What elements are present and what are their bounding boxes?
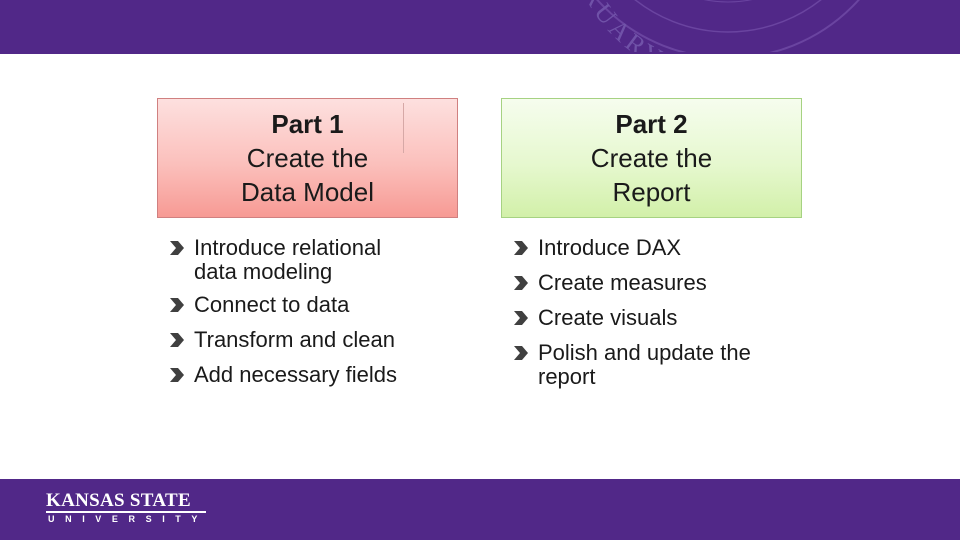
- part2-number: Part 2: [615, 109, 688, 139]
- part2-title-line1: Create the: [590, 143, 713, 173]
- chevron-bullet-icon: [514, 241, 528, 255]
- list-item: Create measures: [512, 265, 812, 300]
- logo-subtitle: UNIVERSITY: [48, 514, 209, 524]
- part2-bullet-list: Introduce DAX Create measures Create vis…: [512, 230, 812, 392]
- seal-text: EBRUARY 16, 186: [564, 0, 770, 52]
- chevron-bullet-icon: [170, 241, 184, 255]
- part1-title-line1: Create the: [246, 143, 369, 173]
- svg-text:EBRUARY 16, 186: EBRUARY 16, 186: [564, 0, 774, 52]
- university-seal-watermark: EBRUARY 16, 186: [564, 0, 860, 52]
- chevron-bullet-icon: [170, 298, 184, 312]
- list-item: Polish and update the report: [512, 335, 812, 390]
- part1-divider-mark: [403, 103, 404, 153]
- bullet-label: Introduce relational: [194, 235, 382, 260]
- list-item: Connect to data: [168, 287, 468, 322]
- logo-rule: [46, 511, 206, 513]
- bullet-label: Transform and clean: [194, 327, 395, 352]
- bullet-label: Polish and update the: [538, 340, 751, 365]
- list-item: Transform and clean: [168, 322, 468, 357]
- part1-bullet-list: Introduce relational data modeling Conne…: [168, 230, 468, 392]
- list-item: Introduce relational data modeling: [168, 230, 468, 285]
- chevron-bullet-icon: [170, 333, 184, 347]
- list-item: Create visuals: [512, 300, 812, 335]
- bullet-label: Create visuals: [538, 305, 678, 330]
- list-item: Add necessary fields: [168, 357, 468, 392]
- part2-box: Part 2 Create the Report: [501, 98, 802, 218]
- chevron-bullet-icon: [514, 276, 528, 290]
- bullet-label-continued: report: [538, 364, 596, 389]
- bullet-label: Introduce DAX: [538, 235, 682, 260]
- part2-title-line2: Report: [612, 177, 691, 207]
- list-item: Introduce DAX: [512, 230, 812, 265]
- part1-number: Part 1: [271, 109, 344, 139]
- bullet-label: Create measures: [538, 270, 707, 295]
- bullet-label-continued: data modeling: [194, 259, 333, 284]
- footer-band: [0, 479, 960, 540]
- bullet-label: Add necessary fields: [194, 362, 397, 387]
- bullet-label: Connect to data: [194, 292, 350, 317]
- kansas-state-logo: KANSAS STATE UNIVERSITY: [46, 490, 216, 526]
- chevron-bullet-icon: [514, 311, 528, 325]
- chevron-bullet-icon: [170, 368, 184, 382]
- header-band: EBRUARY 16, 186: [0, 0, 960, 54]
- chevron-bullet-icon: [514, 346, 528, 360]
- part1-box: Part 1 Create the Data Model: [157, 98, 458, 218]
- logo-wordmark: KANSAS STATE: [46, 490, 191, 511]
- part1-title-line2: Data Model: [241, 177, 374, 207]
